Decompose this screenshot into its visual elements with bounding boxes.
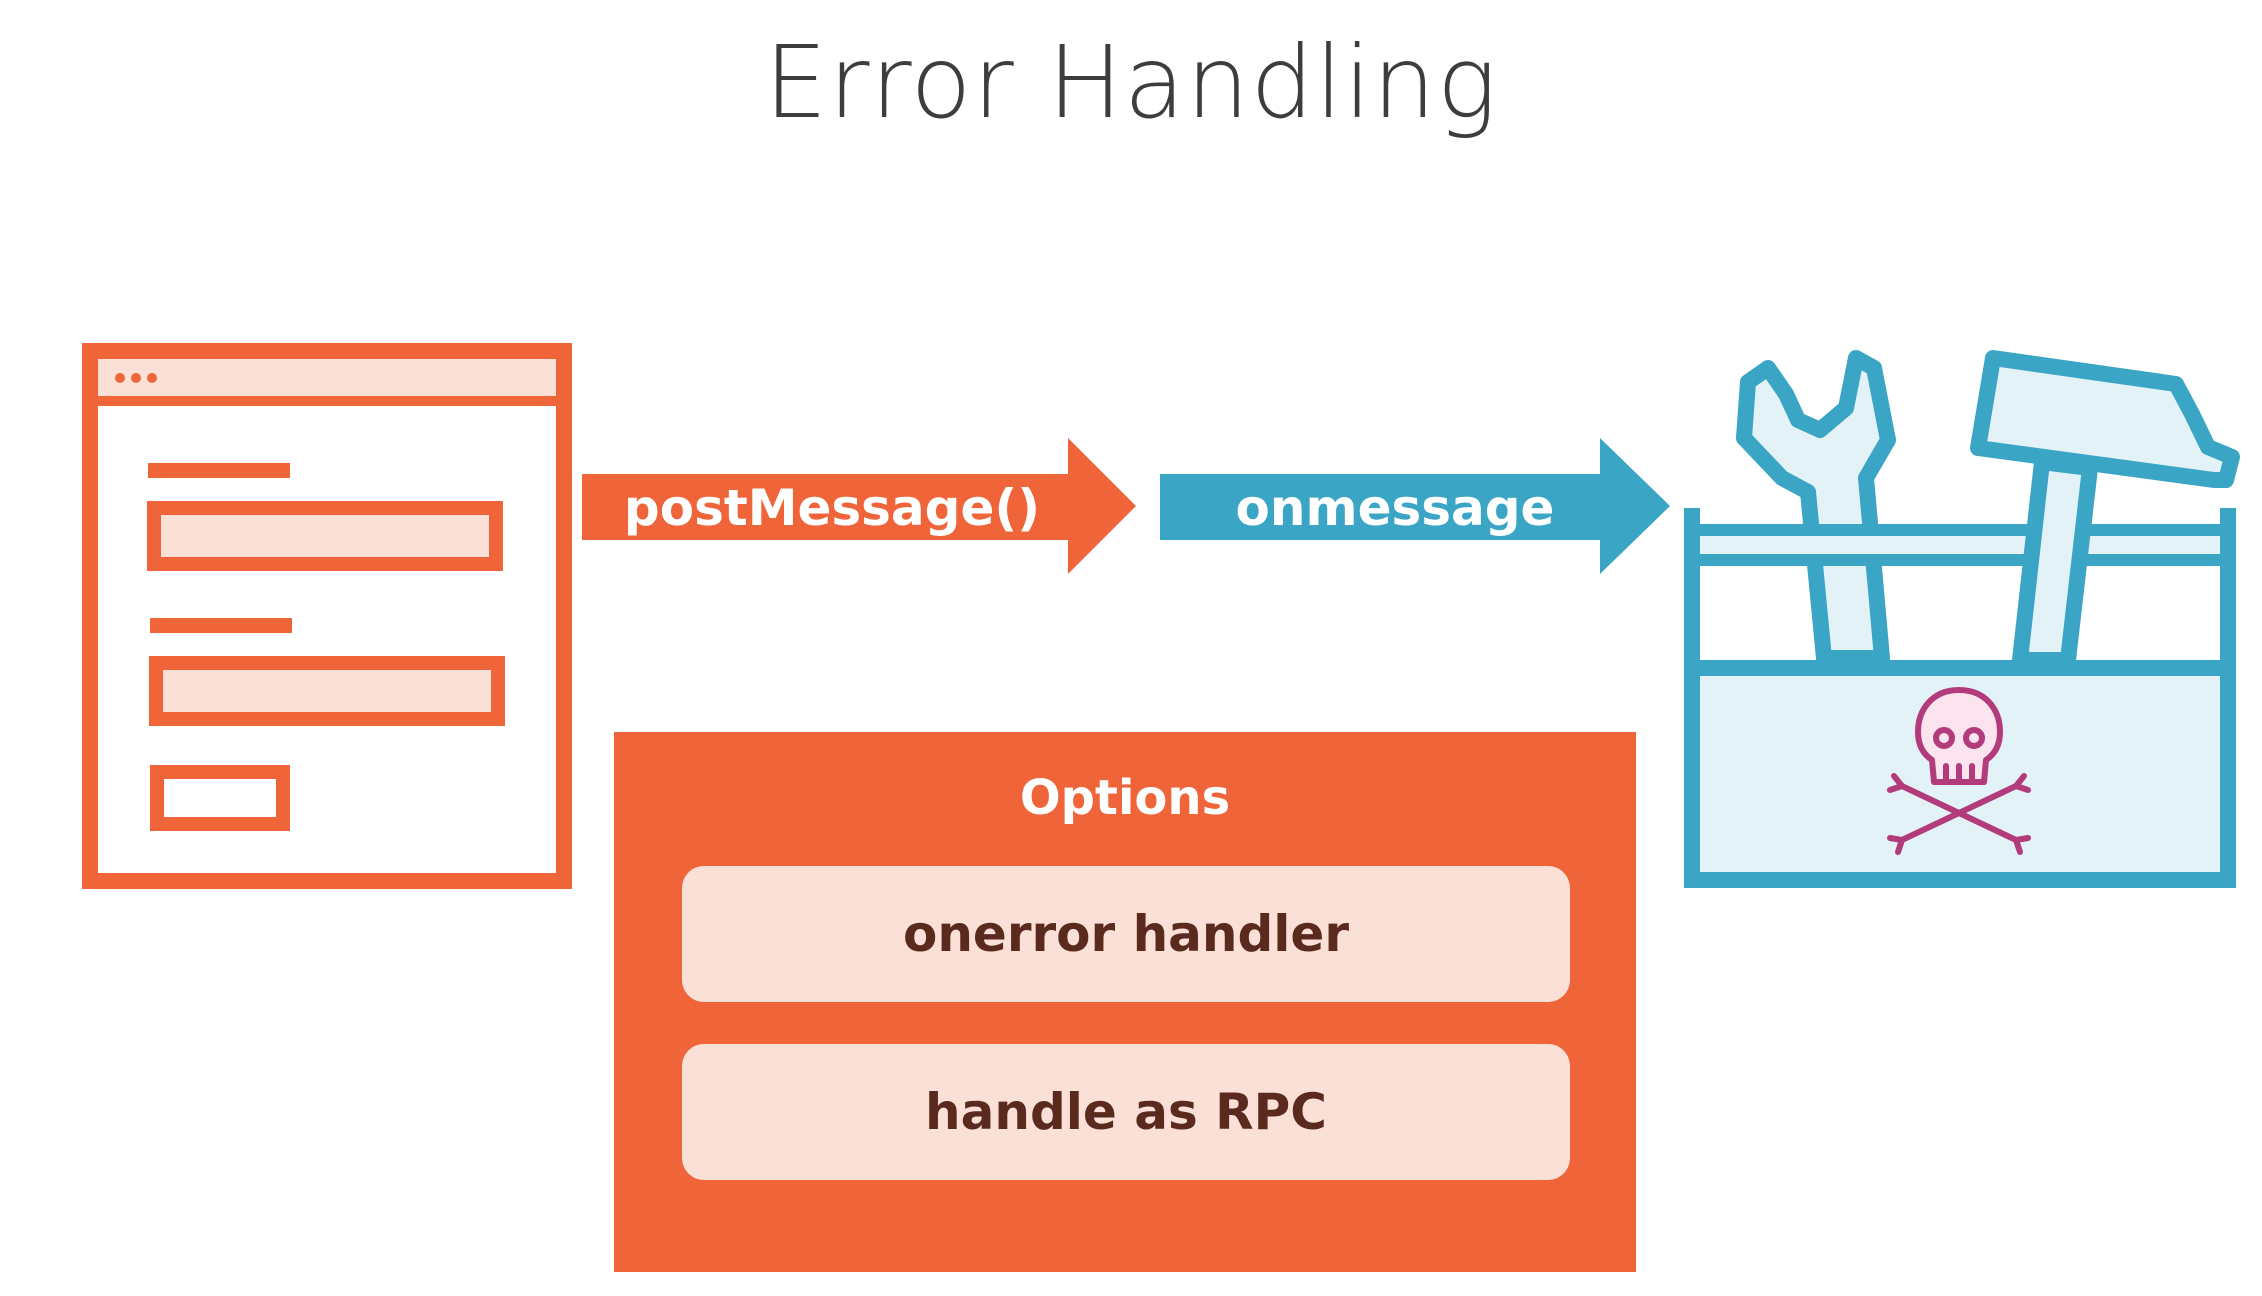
post-message-label: postMessage() [623,479,1041,537]
option-handle-as-rpc: handle as RPC [682,1044,1570,1180]
options-heading: Options [1019,770,1231,826]
onmessage-arrow [1160,438,1670,574]
option-onerror-handler: onerror handler [682,866,1570,1002]
slide-title: Error Handling [764,24,1498,141]
onmessage-label: onmessage [1235,479,1555,537]
post-message-arrow [582,438,1136,574]
toolbox-icon [1684,350,2240,888]
browser-window-icon [82,343,572,889]
options-panel: Options onerror handler handle as RPC [614,732,1636,1272]
skull-crossbones-icon [1887,687,2031,855]
